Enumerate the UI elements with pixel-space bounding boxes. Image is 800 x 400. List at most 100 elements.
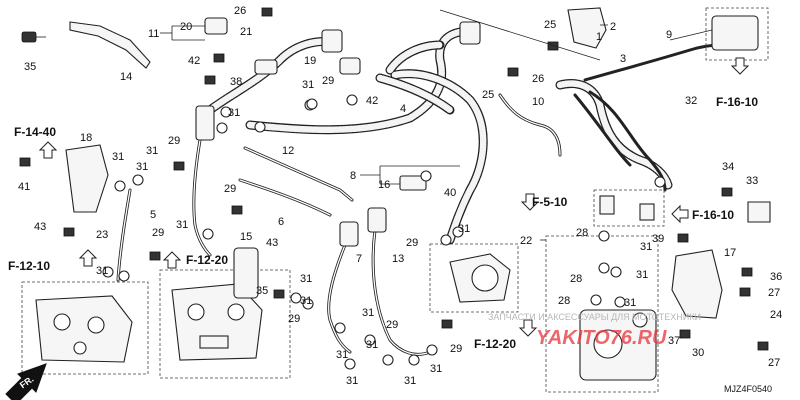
- callout-21: 21: [240, 26, 252, 38]
- callout-31-o: 31: [430, 363, 442, 375]
- callout-3: 3: [620, 53, 626, 65]
- callout-31-f: 31: [176, 219, 188, 231]
- callout-31-n: 31: [404, 375, 416, 387]
- callout-28-c: 28: [558, 295, 570, 307]
- diagram-code: MJZ4F0540: [724, 384, 772, 394]
- callout-2: 2: [610, 21, 616, 33]
- callout-31-k: 31: [336, 349, 348, 361]
- callout-25-b: 25: [482, 89, 494, 101]
- caliper-right: [159, 269, 291, 379]
- callout-31-m: 31: [346, 375, 358, 387]
- callout-29-e: 29: [288, 313, 300, 325]
- callout-31-g: 31: [96, 265, 108, 277]
- callout-43-b: 43: [266, 237, 278, 249]
- watermark-brand: YAKITO76.RU: [536, 327, 667, 349]
- hose-group: [205, 27, 673, 245]
- callout-35-b: 35: [256, 285, 268, 297]
- callout-31-r: 31: [636, 269, 648, 281]
- callout-labels: 1 2 3 4 5 6 7 8 9 10 11 12 13 14 15 16 1…: [18, 5, 782, 387]
- callout-31-d: 31: [146, 145, 158, 157]
- bolt-group: [19, 7, 769, 351]
- callout-32: 32: [685, 95, 697, 107]
- callout-31-q: 31: [640, 241, 652, 253]
- callout-31-h: 31: [300, 273, 312, 285]
- leader-lines: [160, 9, 713, 241]
- callout-42-b: 42: [366, 95, 378, 107]
- callout-4: 4: [400, 103, 406, 115]
- ref-f-16-10-a: F-16-10: [716, 95, 758, 109]
- reference-labels: F-14-40 F-12-10 F-12-20 F-12-20 F-5-10 F…: [8, 95, 758, 351]
- callout-8: 8: [350, 170, 356, 182]
- ref-f-12-10: F-12-10: [8, 259, 50, 273]
- callout-28-b: 28: [570, 273, 582, 285]
- callout-31-e: 31: [136, 161, 148, 173]
- callout-29-h: 29: [450, 343, 462, 355]
- callout-11: 11: [148, 28, 159, 40]
- callout-43-a: 43: [34, 221, 46, 233]
- callout-19: 19: [304, 55, 316, 67]
- callout-31-l: 31: [366, 339, 378, 351]
- callout-12: 12: [282, 145, 294, 157]
- callout-16: 16: [378, 179, 390, 191]
- callout-31-b: 31: [228, 107, 240, 119]
- component-group: [19, 7, 771, 393]
- callout-26-a: 26: [234, 5, 246, 17]
- callout-27-a: 27: [768, 287, 780, 299]
- callout-24: 24: [770, 309, 782, 321]
- callout-27-b: 27: [768, 357, 780, 369]
- callout-25-a: 25: [544, 19, 556, 31]
- callout-33: 33: [746, 175, 758, 187]
- brake-pipe-group: [116, 43, 722, 356]
- callout-31-s: 31: [624, 297, 636, 309]
- watermark-text: ЗАПЧАСТИ И АКСЕССУАРЫ ДЛЯ МОТОТЕХНИКИ: [488, 312, 701, 322]
- callout-15: 15: [240, 231, 252, 243]
- ref-f-12-20-b: F-12-20: [474, 337, 516, 351]
- callout-39: 39: [652, 233, 664, 245]
- callout-36: 36: [770, 271, 782, 283]
- callout-26-b: 26: [532, 73, 544, 85]
- callout-28-a: 28: [576, 227, 588, 239]
- callout-31-p: 31: [458, 223, 470, 235]
- front-direction-arrow: FR.: [5, 363, 47, 400]
- abs-modulator: [545, 235, 659, 393]
- callout-23: 23: [96, 229, 108, 241]
- callout-17: 17: [724, 247, 736, 259]
- callout-40: 40: [444, 187, 456, 199]
- ref-f-12-20-a: F-12-20: [186, 253, 228, 267]
- callout-1: 1: [596, 31, 602, 43]
- callout-9: 9: [666, 29, 672, 41]
- callout-10: 10: [532, 96, 544, 108]
- callout-30: 30: [692, 347, 704, 359]
- callout-29-b: 29: [168, 135, 180, 147]
- callout-29-d: 29: [152, 227, 164, 239]
- callout-41: 41: [18, 181, 30, 193]
- callout-29-f: 29: [406, 237, 418, 249]
- caliper-left: [21, 281, 149, 375]
- callout-31-j: 31: [362, 307, 374, 319]
- reference-arrows: [38, 57, 750, 337]
- callout-31-a: 31: [302, 79, 314, 91]
- callout-22: 22: [520, 235, 532, 247]
- callout-42-a: 42: [188, 55, 200, 67]
- callout-31-c: 31: [112, 151, 124, 163]
- callout-34: 34: [722, 161, 734, 173]
- callout-29-g: 29: [386, 319, 398, 331]
- callout-18: 18: [80, 132, 92, 144]
- callout-6: 6: [278, 216, 284, 228]
- callout-14: 14: [120, 71, 132, 83]
- callout-37: 37: [668, 335, 680, 347]
- ref-f-14-40: F-14-40: [14, 125, 56, 139]
- callout-38: 38: [230, 76, 242, 88]
- callout-13: 13: [392, 253, 404, 265]
- ref-f-5-10: F-5-10: [532, 195, 568, 209]
- callout-35-a: 35: [24, 61, 36, 73]
- callout-29-c: 29: [224, 183, 236, 195]
- callout-7: 7: [356, 253, 362, 265]
- callout-20: 20: [180, 21, 192, 33]
- washer-group: [102, 94, 666, 370]
- callout-29-a: 29: [322, 75, 334, 87]
- callout-31-i: 31: [300, 295, 312, 307]
- ref-f-16-10-b: F-16-10: [692, 208, 734, 222]
- callout-5: 5: [150, 209, 156, 221]
